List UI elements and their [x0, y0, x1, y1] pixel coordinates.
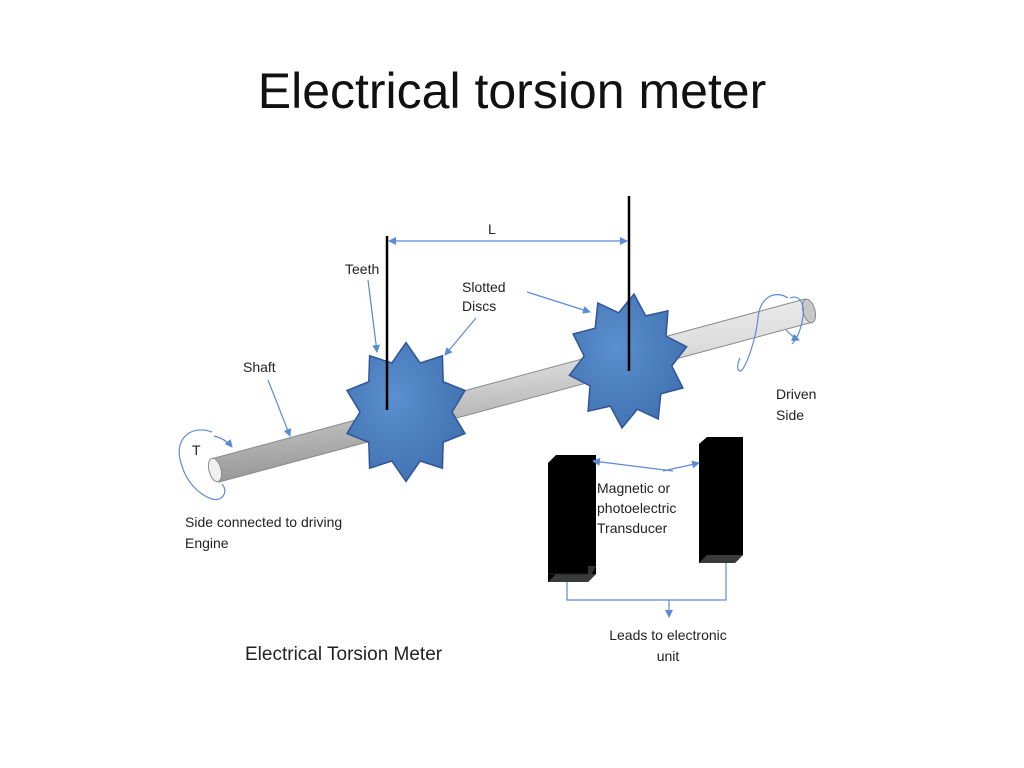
diagram-caption: Electrical Torsion Meter — [245, 644, 443, 665]
teeth-pointer-arrow — [367, 279, 381, 353]
label-transducer-line3: Transducer — [597, 520, 668, 536]
label-leads-line2: unit — [657, 648, 680, 664]
label-shaft: Shaft — [243, 359, 276, 375]
dimension-arrow-right-icon — [620, 237, 628, 245]
label-driven-line1: Driven — [776, 386, 816, 402]
dimension-arrow-left-icon — [388, 237, 396, 245]
label-slotted-line2: Discs — [462, 298, 496, 314]
driven-rotation-arrow-icon — [785, 329, 800, 342]
label-slotted-line1: Slotted — [462, 279, 506, 295]
label-torque: T — [192, 442, 201, 458]
torque-rotation-driven — [737, 294, 789, 372]
label-drive-side-line2: Engine — [185, 535, 229, 551]
label-driven-line2: Side — [776, 407, 804, 423]
shaft-end-drive — [207, 457, 223, 483]
transducer-pointer-left-arrow — [592, 457, 674, 472]
slotted-pointer-left-arrow — [444, 317, 477, 356]
label-teeth: Teeth — [345, 261, 379, 277]
transducer-right — [699, 437, 743, 563]
transducer-pointer-right-arrow — [662, 460, 700, 472]
slotted-disc-left — [345, 341, 467, 483]
slotted-pointer-right-arrow — [526, 291, 591, 314]
label-transducer-line1: Magnetic or — [597, 480, 670, 496]
transducer-left — [548, 455, 596, 582]
label-leads-line1: Leads to electronic — [609, 627, 727, 643]
label-l: L — [488, 221, 496, 237]
slide-title: Electrical torsion meter — [257, 63, 767, 119]
label-transducer-line2: photoelectric — [597, 500, 676, 516]
label-drive-side-line1: Side connected to driving — [185, 514, 342, 530]
torque-rotation-arrow-icon — [213, 435, 233, 448]
shaft-pointer-arrow — [267, 379, 292, 437]
torque-rotation-drive — [178, 429, 226, 501]
leads-wire — [566, 563, 727, 601]
